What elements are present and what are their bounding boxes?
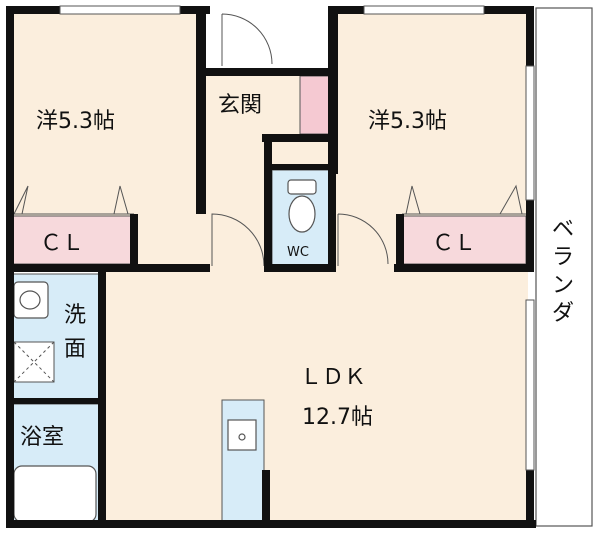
ldk-name-label: ＬＤＫ xyxy=(300,365,366,390)
closet-left-doors xyxy=(10,185,134,215)
wash-basin xyxy=(13,281,49,319)
entrance-door-swing xyxy=(221,13,273,66)
toilet-label: WC xyxy=(287,245,309,260)
entrance-floor xyxy=(206,76,302,134)
entrance-label: 玄関 xyxy=(218,93,262,118)
entrance-door-area xyxy=(210,10,328,72)
closet-right-label: ＣＬ xyxy=(432,231,476,256)
veranda-label-3: ン xyxy=(552,273,574,298)
ldk-floor xyxy=(104,270,528,526)
closet-left-label: ＣＬ xyxy=(40,231,84,256)
western-room-left-label: 洋5.3帖 xyxy=(36,109,115,134)
windows xyxy=(59,5,535,471)
kitchen-counter xyxy=(221,399,265,527)
toilet-fixture xyxy=(287,179,317,233)
bathtub xyxy=(13,465,97,523)
washroom-label-1: 洗 xyxy=(64,303,86,328)
veranda-label-2: ラ xyxy=(552,245,574,270)
closet-right-doors xyxy=(402,184,526,215)
door-swings xyxy=(211,213,389,267)
washroom-label-2: 面 xyxy=(64,337,86,362)
ldk-size-label: 12.7帖 xyxy=(302,405,373,430)
veranda-label-1: ベ xyxy=(552,217,574,242)
entrance-shoe-box xyxy=(299,75,331,135)
veranda xyxy=(535,7,593,527)
bathroom-label: 浴室 xyxy=(20,425,64,450)
washing-machine-space xyxy=(13,341,55,383)
western-room-right-label: 洋5.3帖 xyxy=(368,109,447,134)
veranda-label-4: ダ xyxy=(552,301,574,326)
